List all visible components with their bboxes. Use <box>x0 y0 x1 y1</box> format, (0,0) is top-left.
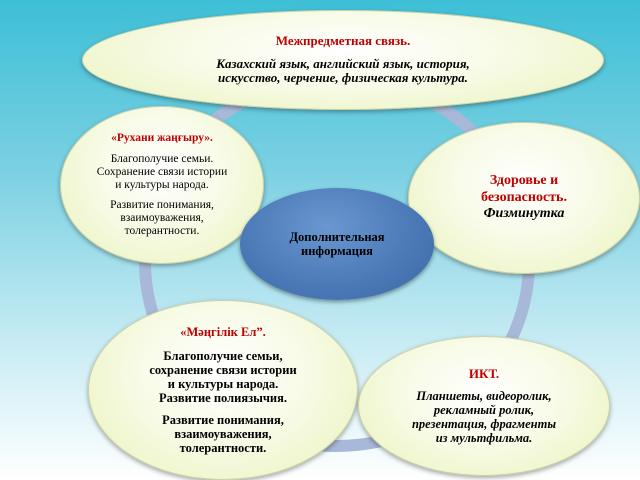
ruhani-text-line: толерантности. <box>124 224 200 237</box>
ruhani-text-line: взаимоуважения, <box>120 211 204 224</box>
intersubject-line-2: искусство, черчение, физическая культура… <box>218 70 468 86</box>
ict-title: ИКТ. <box>468 365 500 381</box>
intersubject-line-1: Казахский язык, английский язык, история… <box>216 55 470 71</box>
health-title-line: безопасность. <box>481 189 567 205</box>
ruhani-text-line: Развитие понимания, <box>110 198 214 211</box>
mangilik-el-node: «Мәңгілік Ел”. Благополучие семьи, сохра… <box>88 300 358 480</box>
ruhani-zhangyru-node: «Рухани жаңғыру». Благополучие семьи. Со… <box>60 106 264 264</box>
hub-label-line: информация <box>301 244 373 258</box>
additional-info-hub: Дополнительная информация <box>240 188 434 300</box>
mangilik-title: «Мәңгілік Ел”. <box>180 325 266 339</box>
intersubject-title: Межпредметная связь. <box>275 33 411 49</box>
mangilik-text-line: Развитие полиязычия. <box>158 391 288 405</box>
ruhani-text-line: Благополучие семьи. <box>110 153 214 166</box>
health-safety-node: Здоровье и безопасность. Физминутка <box>408 122 640 274</box>
ict-text-line: рекламный ролик, <box>433 403 535 418</box>
health-subtitle: Физминутка <box>483 206 565 222</box>
ruhani-text-line: Сохранение связи истории <box>96 166 228 179</box>
mangilik-text-line: и культуры народа. <box>167 377 279 391</box>
mangilik-text-line: толерантности. <box>179 441 267 455</box>
ruhani-title: «Рухани жаңғыру». <box>111 132 213 145</box>
ict-text-line: презентация, фрагменты <box>411 417 557 432</box>
ict-node: ИКТ. Планшеты, видеоролик, рекламный рол… <box>358 336 610 476</box>
intersubject-connection-node: Межпредметная связь. Казахский язык, анг… <box>82 10 604 110</box>
mangilik-text-line: Благополучие семьи, <box>163 349 283 363</box>
ict-text-line: Планшеты, видеоролик, <box>416 389 552 404</box>
mangilik-text-line: Развитие понимания, <box>162 413 284 427</box>
hub-label-line: Дополнительная <box>289 229 385 244</box>
mangilik-text-line: взаимоуважения, <box>174 427 272 441</box>
ruhani-text-line: и культуры народа. <box>115 179 209 192</box>
mangilik-text-line: сохранение связи истории <box>149 363 297 377</box>
ict-text-line: из мультфильма. <box>435 431 533 446</box>
health-title-line: Здоровье и <box>489 172 559 188</box>
